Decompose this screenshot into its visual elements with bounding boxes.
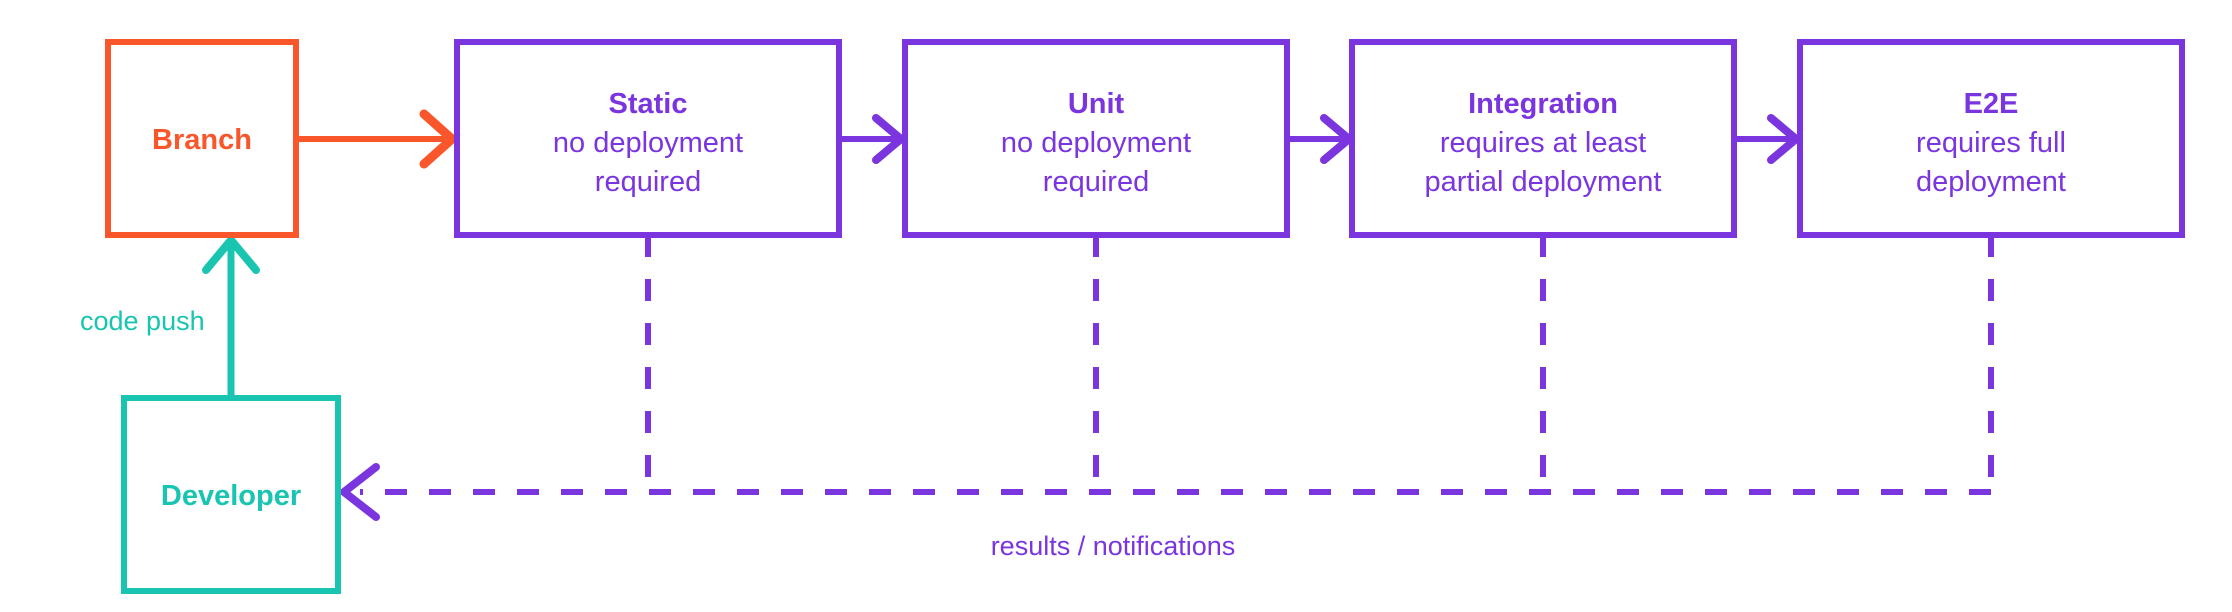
node-integration-title: Integration bbox=[1468, 88, 1618, 120]
node-integration-subtitle-line-1: requires at least bbox=[1440, 127, 1646, 159]
feedback-edge-tests-to-developer bbox=[340, 463, 1991, 521]
node-integration-subtitle-line-2: partial deployment bbox=[1425, 166, 1662, 198]
node-developer-title: Developer bbox=[161, 480, 301, 512]
node-unit[interactable]: Unit no deployment required bbox=[902, 39, 1290, 238]
node-branch-title: Branch bbox=[152, 124, 252, 156]
integration-e2e-arrowhead-icon bbox=[1767, 114, 1800, 164]
edge-label-code-push: code push bbox=[80, 306, 205, 336]
edge-label-results-notifications: results / notifications bbox=[991, 531, 1236, 561]
code-push-arrowhead-icon bbox=[202, 236, 260, 274]
edge-integration-to-e2e bbox=[1734, 114, 1800, 164]
node-static-subtitle-line-1: no deployment bbox=[553, 127, 743, 159]
edge-developer-to-branch bbox=[202, 236, 260, 398]
node-unit-subtitle-line-2: required bbox=[1043, 166, 1149, 198]
node-static-box[interactable] bbox=[454, 39, 842, 238]
node-branch-box[interactable] bbox=[105, 39, 299, 238]
node-unit-subtitle-line-1: no deployment bbox=[1001, 127, 1191, 159]
node-e2e[interactable]: E2E requires full deployment bbox=[1797, 39, 2185, 238]
node-e2e-subtitle-line-1: requires full bbox=[1916, 127, 2066, 159]
node-e2e-subtitle-line-2: deployment bbox=[1916, 166, 2066, 198]
node-unit-title: Unit bbox=[1068, 88, 1125, 120]
node-static[interactable]: Static no deployment required bbox=[454, 39, 842, 238]
node-developer-box[interactable] bbox=[121, 395, 341, 594]
node-e2e-box[interactable] bbox=[1797, 39, 2185, 238]
feedback-dashed-verticals bbox=[645, 235, 1994, 492]
node-developer[interactable]: Developer bbox=[121, 395, 341, 594]
node-integration[interactable]: Integration requires at least partial de… bbox=[1349, 39, 1737, 238]
edge-static-to-unit bbox=[839, 114, 905, 164]
node-static-subtitle-line-2: required bbox=[595, 166, 701, 198]
node-branch[interactable]: Branch bbox=[105, 39, 299, 238]
edge-unit-to-integration bbox=[1287, 114, 1353, 164]
node-unit-box[interactable] bbox=[902, 39, 1290, 238]
node-integration-box[interactable] bbox=[1349, 39, 1737, 238]
static-unit-arrowhead-icon bbox=[872, 114, 905, 164]
edge-branch-to-static bbox=[296, 109, 457, 169]
branch-static-arrowhead-icon bbox=[419, 109, 457, 169]
node-static-title: Static bbox=[609, 88, 688, 120]
node-e2e-title: E2E bbox=[1964, 88, 2019, 120]
feedback-arrowhead-icon bbox=[340, 463, 380, 521]
